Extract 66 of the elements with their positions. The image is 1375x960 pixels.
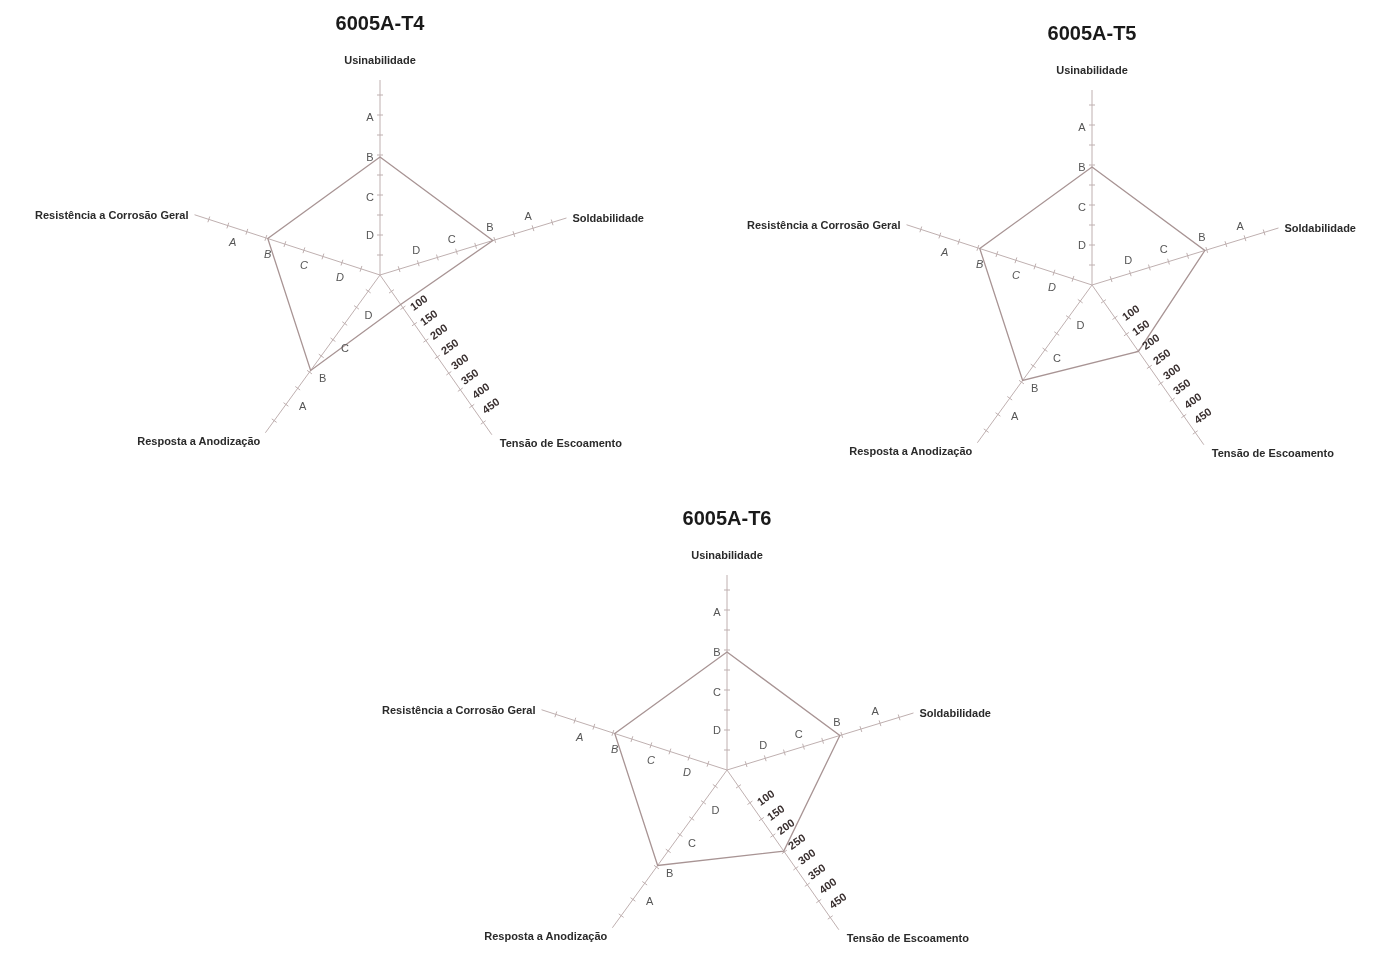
- tick-label: C: [1159, 243, 1168, 255]
- tick-label: C: [688, 837, 696, 849]
- tick-label: C: [366, 191, 374, 203]
- tick-label: C: [341, 342, 349, 354]
- tick-label: B: [366, 151, 374, 163]
- axis-label: Usinabilidade: [691, 549, 763, 561]
- tick-label: A: [1236, 220, 1244, 232]
- tick-label: D: [1048, 281, 1056, 293]
- axis-label: Resistência a Corrosão Geral: [35, 209, 189, 221]
- tick-label: A: [646, 895, 654, 907]
- tick-label: D: [713, 724, 721, 736]
- tick-label: D: [366, 229, 374, 241]
- axis-label: Resistência a Corrosão Geral: [747, 219, 901, 231]
- tick-label: C: [646, 754, 655, 766]
- tick-label: B: [1030, 382, 1039, 394]
- axis-label: Soldabilidade: [1284, 222, 1356, 234]
- tick-label: B: [486, 221, 494, 233]
- tick-label: D: [683, 766, 691, 778]
- tick-label: C: [713, 686, 721, 698]
- tick-label: C: [794, 728, 803, 740]
- chart-title: 6005A-T6: [682, 508, 772, 528]
- tick-label: B: [1078, 161, 1086, 173]
- tick-label: A: [871, 705, 879, 717]
- axis-label: Usinabilidade: [1056, 64, 1128, 76]
- tick-label: D: [1078, 239, 1086, 251]
- tick-label: B: [713, 646, 721, 658]
- tick-label: A: [228, 236, 237, 248]
- axis-label: Soldabilidade: [919, 707, 991, 719]
- tick-label: A: [1011, 410, 1019, 422]
- tick-label: D: [336, 271, 344, 283]
- tick-label: C: [447, 233, 456, 245]
- tick-label: A: [713, 606, 721, 618]
- axis-label: Tensão de Escoamento: [846, 932, 969, 944]
- axis-label: Usinabilidade: [344, 54, 416, 66]
- axis-label: Soldabilidade: [572, 212, 644, 224]
- axis-label: Resposta a Anodização: [484, 930, 608, 942]
- tick-label: C: [1011, 269, 1020, 281]
- axis-label: Resposta a Anodização: [849, 445, 973, 457]
- tick-label: A: [366, 111, 374, 123]
- tick-label: A: [524, 210, 532, 222]
- tick-label: D: [759, 739, 768, 751]
- tick-label: B: [665, 867, 674, 879]
- tick-label: B: [611, 743, 619, 755]
- axis-label: Resistência a Corrosão Geral: [382, 704, 536, 716]
- chart-title: 6005A-T5: [1047, 23, 1137, 43]
- tick-label: C: [299, 259, 308, 271]
- tick-label: D: [711, 804, 720, 816]
- axis-label: Tensão de Escoamento: [1211, 447, 1334, 459]
- tick-label: C: [1053, 352, 1061, 364]
- chart-title: 6005A-T4: [335, 13, 425, 33]
- tick-label: B: [833, 716, 841, 728]
- tick-label: D: [1076, 319, 1085, 331]
- tick-label: B: [318, 372, 327, 384]
- tick-label: A: [1078, 121, 1086, 133]
- tick-label: D: [364, 309, 373, 321]
- tick-label: B: [976, 258, 984, 270]
- tick-label: D: [412, 244, 421, 256]
- tick-label: D: [1124, 254, 1133, 266]
- tick-label: B: [264, 248, 272, 260]
- tick-label: A: [299, 400, 307, 412]
- tick-label: C: [1078, 201, 1086, 213]
- axis-label: Resposta a Anodização: [137, 435, 261, 447]
- tick-label: B: [1198, 231, 1206, 243]
- tick-label: A: [575, 731, 584, 743]
- axis-label: Tensão de Escoamento: [499, 437, 622, 449]
- tick-label: A: [940, 246, 949, 258]
